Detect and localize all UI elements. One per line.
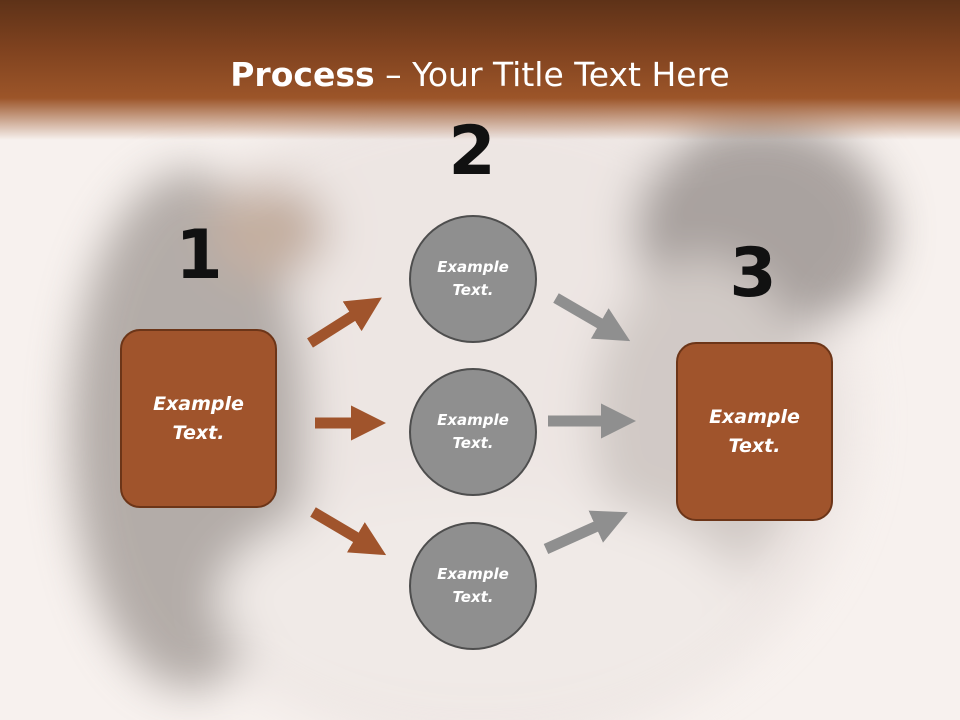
middle-circle-3: Example Text. xyxy=(409,522,537,650)
arrow-to-circle-1 xyxy=(307,297,382,348)
middle-circle-2: Example Text. xyxy=(409,368,537,496)
arrow-from-circle-1 xyxy=(553,293,631,342)
middle-circle-1: Example Text. xyxy=(409,215,537,343)
step-number-2: 2 xyxy=(448,112,496,191)
circle-2-text: Example Text. xyxy=(437,411,509,452)
left-box-text: Example Text. xyxy=(153,392,244,444)
arrow-to-circle-3 xyxy=(310,507,387,556)
page-title: Process – Your Title Text Here xyxy=(0,52,960,98)
arrow-from-circle-3 xyxy=(543,510,628,555)
circle-1-text: Example Text. xyxy=(437,258,509,299)
title-banner xyxy=(0,0,960,140)
right-box-text: Example Text. xyxy=(709,405,800,457)
step-number-3: 3 xyxy=(729,234,777,313)
circle-3-text: Example Text. xyxy=(437,565,509,606)
left-step-box: Example Text. xyxy=(120,329,277,508)
right-step-box: Example Text. xyxy=(676,342,833,521)
title-bold: Process xyxy=(230,55,375,94)
step-number-1: 1 xyxy=(175,216,223,295)
title-rest: – Your Title Text Here xyxy=(374,55,730,94)
